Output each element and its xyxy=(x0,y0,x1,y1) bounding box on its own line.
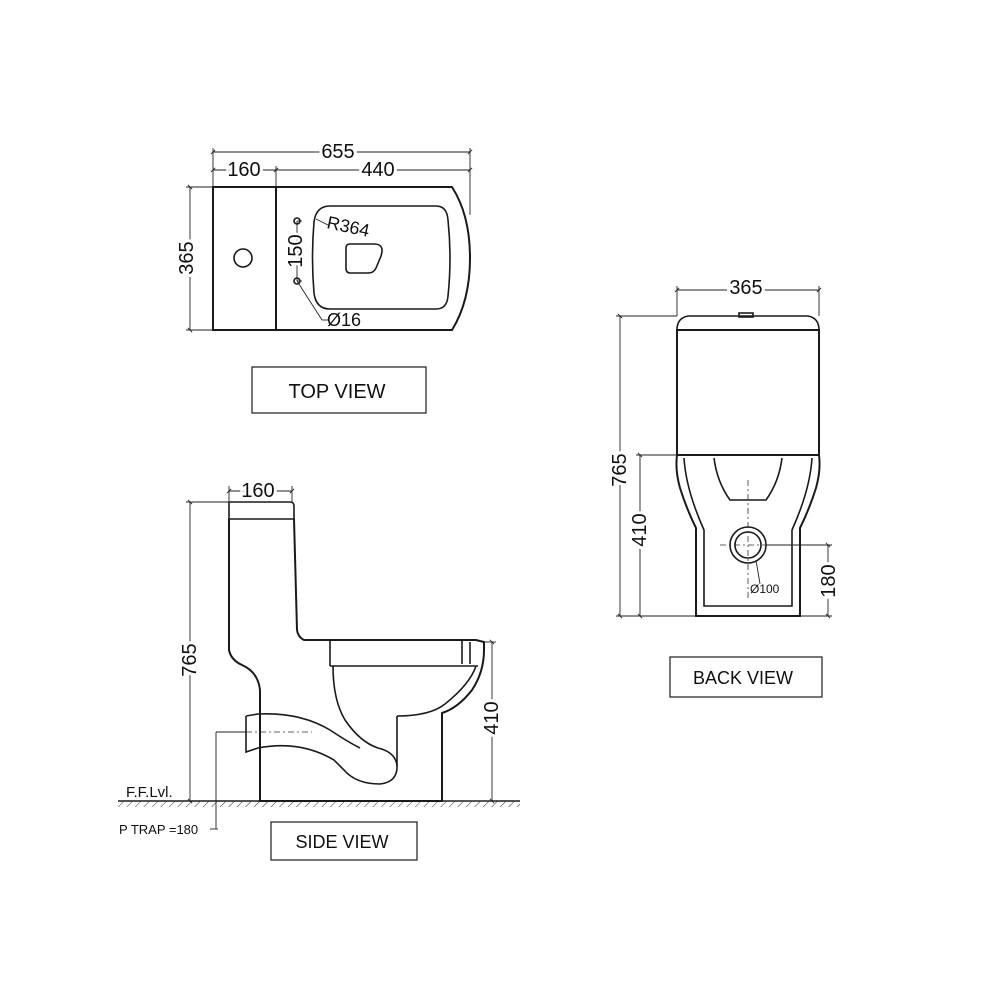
dim-tank-depth-top: 160 xyxy=(227,159,260,181)
side-view-tank-lid xyxy=(228,501,295,520)
dim-fixing-hole: Ø16 xyxy=(327,310,361,330)
dim-total-height-side: 765 xyxy=(179,643,201,676)
dim-bowl-length: 440 xyxy=(361,159,394,181)
side-view: 160 765 410 F.F.Lvl. P TRAP =180 SIDE VI… xyxy=(118,477,520,861)
top-view-label: TOP VIEW xyxy=(288,381,385,403)
side-view-bowl xyxy=(257,665,398,785)
back-view-pedestal xyxy=(675,454,821,617)
back-view-tank-lid xyxy=(676,315,820,331)
dim-width-back: 365 xyxy=(729,277,762,299)
side-view-body xyxy=(228,518,485,802)
back-view: Ø100 365 765 410 180 BACK VIEW xyxy=(606,274,843,698)
top-view-tank xyxy=(212,186,277,331)
p-trap-label: P TRAP =180 xyxy=(119,822,198,837)
top-view: 655 160 440 365 150 R364 Ø16 TOP VIEW xyxy=(173,138,473,414)
side-view-label: SIDE VIEW xyxy=(295,832,388,852)
dim-tank-depth-side: 160 xyxy=(241,480,274,502)
dim-fixing-spacing: 150 xyxy=(285,234,307,267)
top-view-bowl-outline xyxy=(276,186,472,331)
top-view-label-box xyxy=(251,366,427,414)
floor-level-label: F.F.Lvl. xyxy=(126,784,173,801)
dim-seat-height-side: 410 xyxy=(481,701,503,734)
top-view-drain xyxy=(345,243,383,274)
back-view-label: BACK VIEW xyxy=(693,668,793,688)
side-view-label-box xyxy=(270,821,418,861)
floor-hatch xyxy=(118,801,520,807)
dim-total-height-back: 765 xyxy=(609,453,631,486)
dim-bowl-radius: R364 xyxy=(325,212,371,241)
flush-button xyxy=(738,312,754,318)
back-view-tank xyxy=(676,329,820,456)
tank-button-circle xyxy=(233,248,253,268)
side-view-trap xyxy=(245,713,361,754)
dim-overall-length: 655 xyxy=(321,141,354,163)
dim-outlet-height: 180 xyxy=(818,564,840,597)
dim-width-top: 365 xyxy=(176,241,198,274)
dim-outlet-diameter: Ø100 xyxy=(750,582,780,596)
back-view-label-box xyxy=(669,656,823,698)
top-view-bowl-rim xyxy=(311,205,451,310)
dim-seat-height-back: 410 xyxy=(629,513,651,546)
